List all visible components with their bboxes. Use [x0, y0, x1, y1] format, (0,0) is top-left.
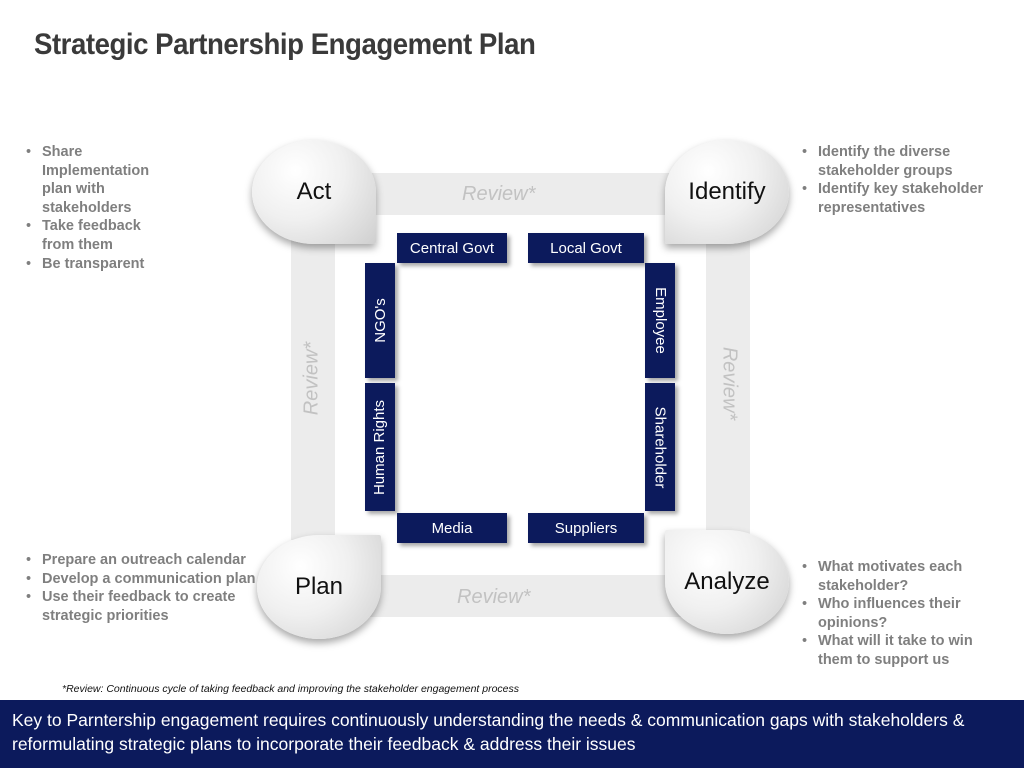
review-band-top [312, 173, 722, 215]
stakeholder-label: Human Rights [371, 399, 389, 495]
plan-phase: Plan [257, 535, 381, 639]
identify-note-item: Identify the diverse stakeholder groups [800, 143, 1015, 180]
act-note-item: Take feedback from them [24, 217, 174, 254]
plan-note-item: Use their feedback to create strategic p… [24, 588, 274, 625]
stakeholder-label: Employee [651, 287, 669, 354]
review-band-left [291, 215, 335, 540]
act-phase: Act [252, 140, 376, 244]
stakeholder-label: Local Govt [550, 239, 622, 257]
stakeholder-human-rights: Human Rights [365, 383, 395, 511]
identify-label: Identify [688, 178, 766, 205]
act-note-item: Share Implementation plan with stakehold… [24, 143, 174, 217]
identify-notes: Identify the diverse stakeholder groups … [800, 143, 1015, 217]
act-notes: Share Implementation plan with stakehold… [24, 143, 174, 273]
stakeholder-label: NGO's [371, 298, 389, 343]
plan-notes: Prepare an outreach calendar Develop a c… [24, 551, 274, 625]
identify-note-item: Identify key stakeholder representatives [800, 180, 1015, 217]
plan-note-item: Develop a communication plan [24, 570, 274, 589]
stakeholder-local-govt: Local Govt [528, 233, 644, 263]
analyze-phase: Analyze [665, 530, 789, 634]
summary-banner: Key to Parntership engagement requires c… [0, 700, 1024, 768]
identify-phase: Identify [665, 140, 789, 244]
stakeholder-label: Shareholder [651, 406, 669, 488]
stakeholder-shareholder: Shareholder [645, 383, 675, 511]
plan-label: Plan [294, 573, 344, 600]
page-title: Strategic Partnership Engagement Plan [34, 28, 536, 61]
stakeholder-label: Media [431, 519, 473, 537]
summary-text: Key to Parntership engagement requires c… [12, 710, 965, 754]
stakeholder-media: Media [397, 513, 507, 543]
review-label-left: Review* [300, 341, 323, 416]
stakeholder-employee: Employee [645, 263, 675, 378]
review-band-right [706, 215, 750, 540]
analyze-notes: What motivates each stakeholder? Who inf… [800, 558, 990, 670]
plan-note-item: Prepare an outreach calendar [24, 551, 274, 570]
stakeholder-label: Central Govt [409, 239, 495, 257]
review-label-top: Review* [462, 183, 536, 205]
stakeholder-suppliers: Suppliers [528, 513, 644, 543]
analyze-label: Analyze [684, 568, 770, 595]
analyze-note-item: What will it take to win them to support… [800, 632, 990, 669]
stakeholder-ngos: NGO's [365, 263, 395, 378]
act-label: Act [296, 178, 332, 205]
stakeholder-label: Suppliers [554, 519, 618, 537]
stakeholder-central-govt: Central Govt [397, 233, 507, 263]
review-footnote: *Review: Continuous cycle of taking feed… [62, 683, 520, 695]
review-label-bottom: Review* [457, 586, 531, 608]
review-label-right: Review* [718, 346, 741, 421]
analyze-note-item: Who influences their opinions? [800, 595, 990, 632]
analyze-note-item: What motivates each stakeholder? [800, 558, 990, 595]
act-note-item: Be transparent [24, 255, 174, 274]
